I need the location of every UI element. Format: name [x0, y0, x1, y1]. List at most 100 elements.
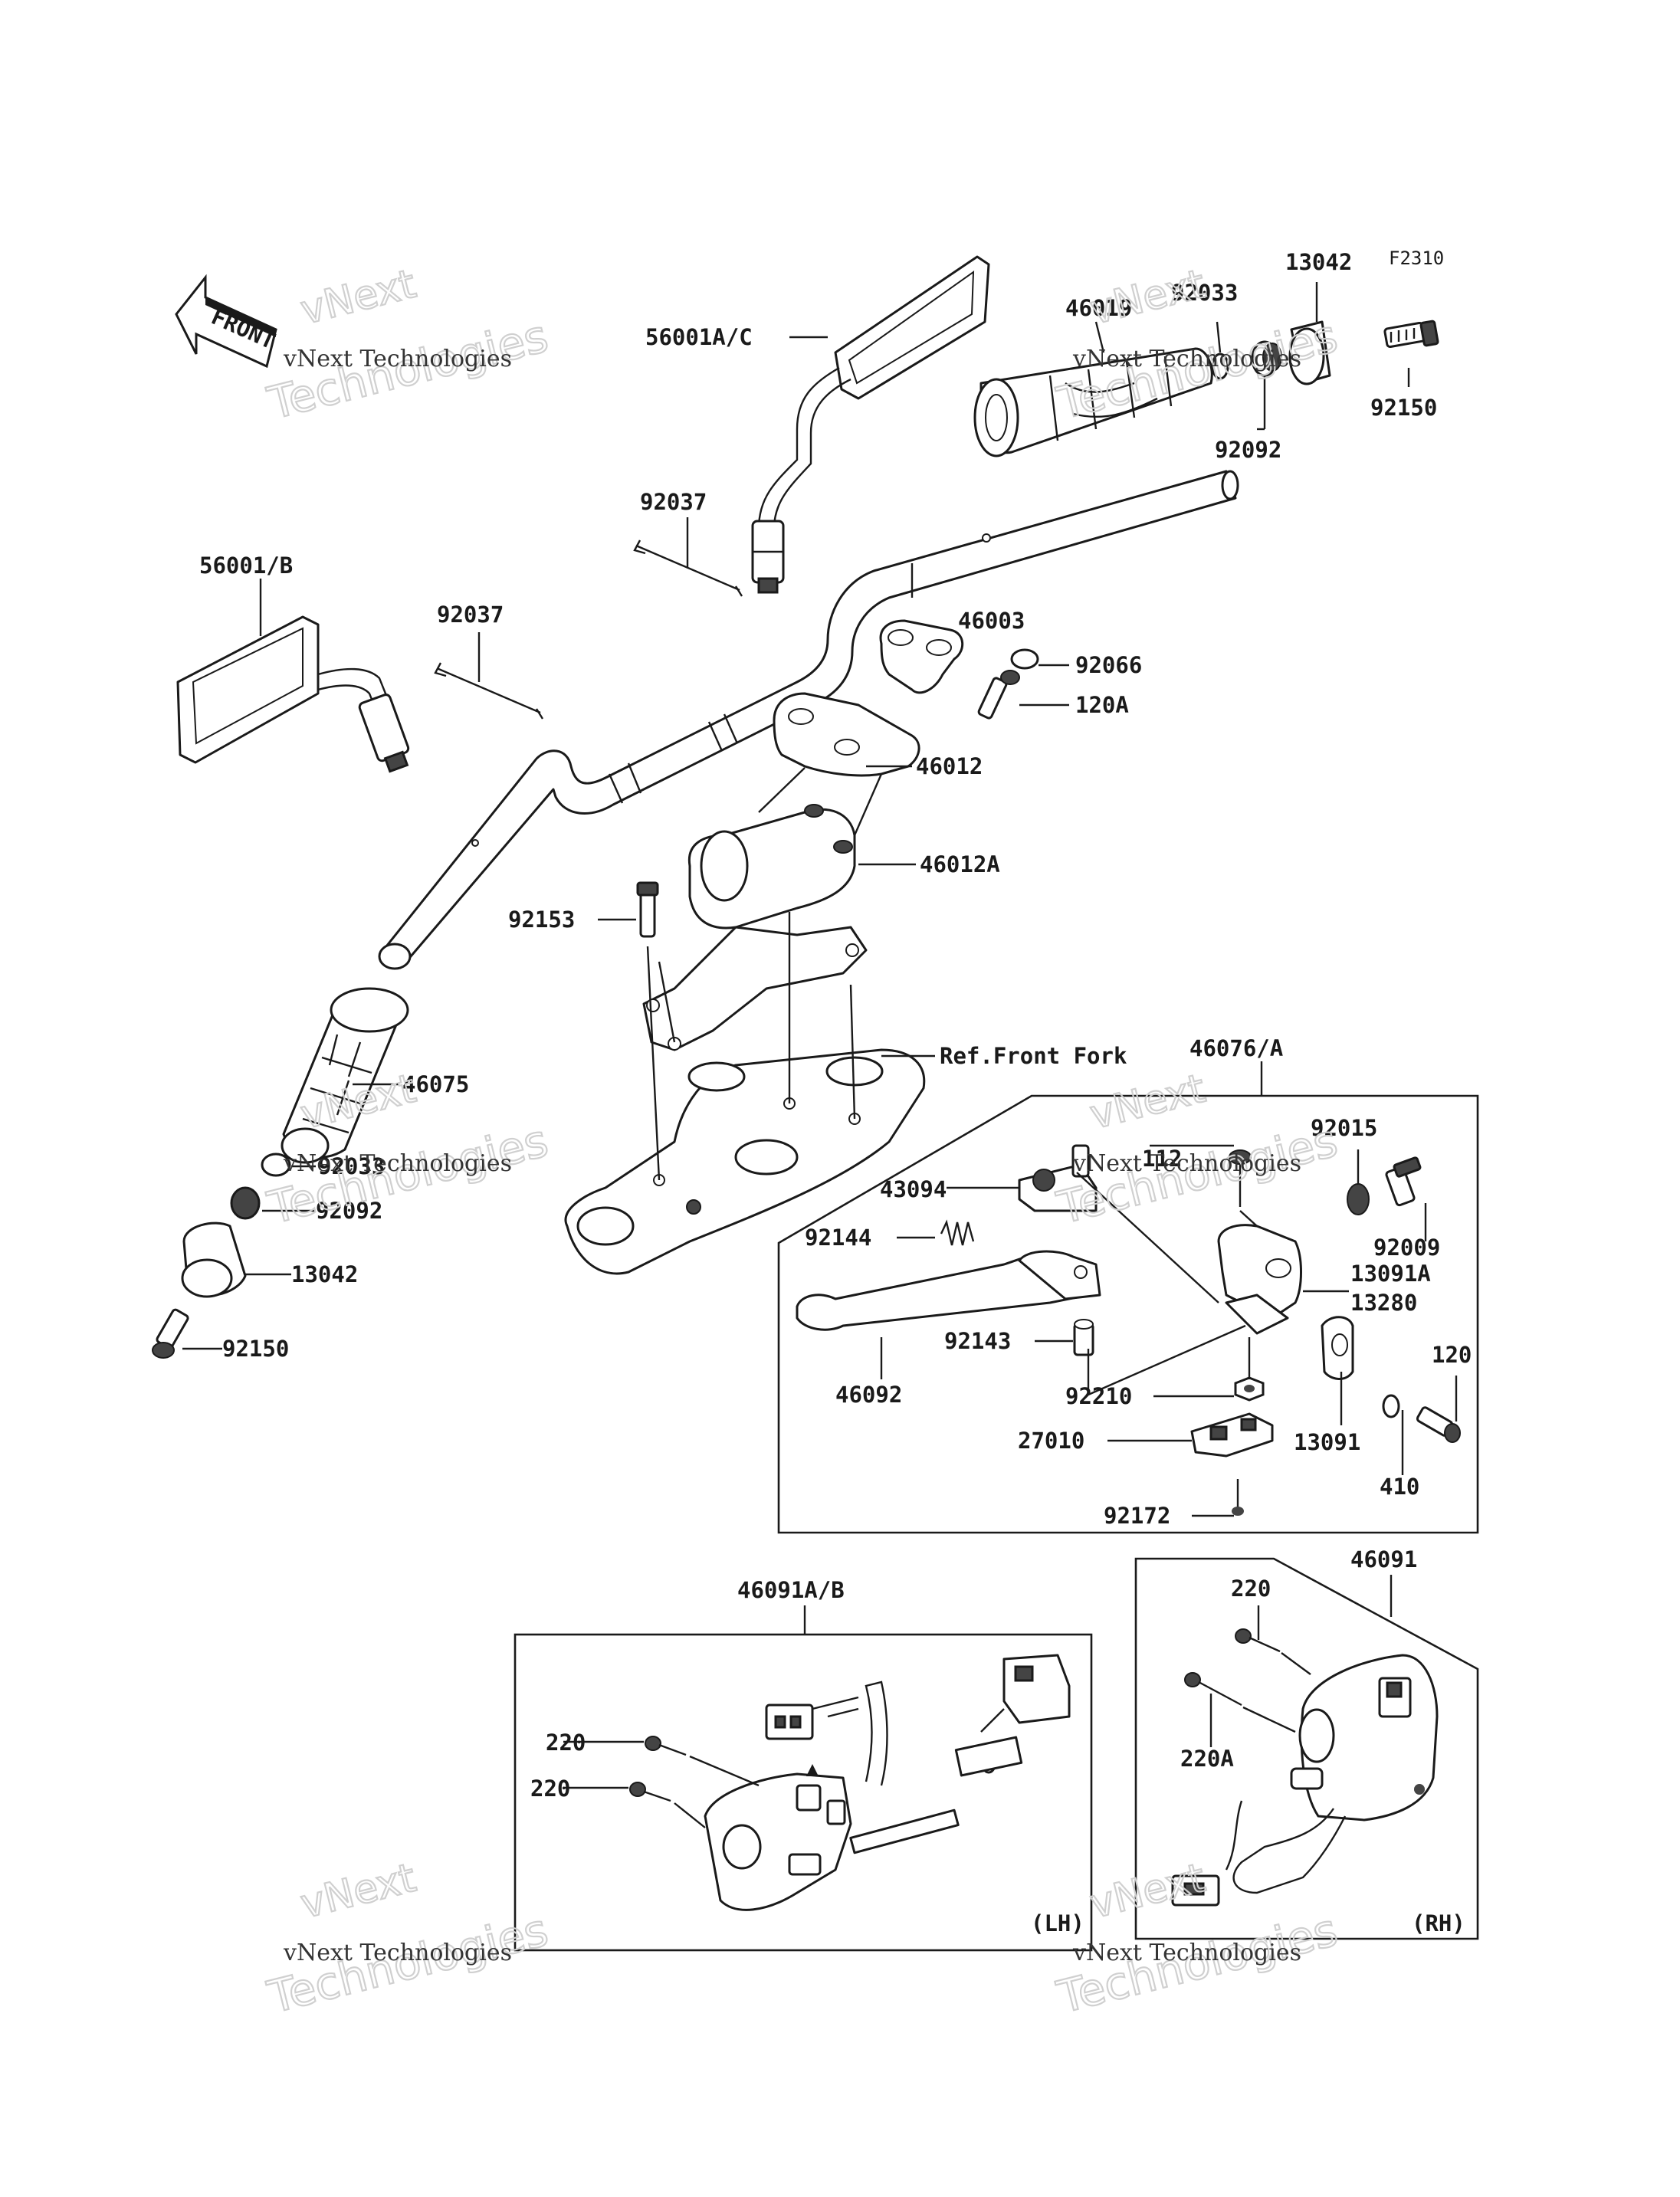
- label-410: 410: [1380, 1474, 1419, 1500]
- label-92144: 92144: [805, 1225, 871, 1251]
- switch-27010: [1190, 1412, 1274, 1458]
- label-220-right: 220: [1231, 1576, 1271, 1602]
- label-13091A: 13091A: [1350, 1261, 1431, 1287]
- part-labels: 56001A/C 46019 92033 13042 92150 92092 9…: [199, 249, 1472, 1936]
- label-46092: 46092: [835, 1382, 902, 1408]
- nut-92210: [1234, 1376, 1265, 1402]
- bolt-92009: [1385, 1156, 1422, 1207]
- label-92092-right: 92092: [1215, 437, 1281, 463]
- screw-92172: [1232, 1479, 1244, 1516]
- right-mirror: [751, 255, 990, 594]
- right-switch-screw-220a: [1184, 1672, 1242, 1707]
- label-46075: 46075: [402, 1071, 469, 1097]
- left-handlebar-switch: [704, 1654, 1071, 1911]
- label-46012A: 46012A: [920, 851, 1000, 877]
- svg-text:vNext: vNext: [297, 1855, 421, 1928]
- right-switch-box: [1134, 1557, 1479, 1940]
- clutch-lever-assembly-box: [777, 1094, 1479, 1534]
- upper-holder: [773, 619, 964, 777]
- washer-92015: [1347, 1183, 1370, 1215]
- svg-text:vNext: vNext: [1086, 1855, 1210, 1928]
- label-92153: 92153: [508, 907, 575, 933]
- label-220-lower-left: 220: [530, 1776, 570, 1802]
- label-92210: 92210: [1065, 1383, 1132, 1409]
- upper-bracket-plate: [642, 926, 868, 1051]
- label-92066: 92066: [1075, 652, 1142, 678]
- clip-92037-lower: [434, 662, 544, 720]
- label-92015: 92015: [1311, 1115, 1377, 1141]
- label-13042-left: 13042: [291, 1261, 358, 1287]
- label-LH: (LH): [1031, 1910, 1084, 1936]
- left-collar: [230, 1186, 261, 1220]
- label-27010: 27010: [1018, 1428, 1084, 1454]
- bolt-120: [1416, 1406, 1461, 1443]
- lower-holder: [687, 804, 856, 930]
- right-handlebar-switch: [1171, 1654, 1439, 1907]
- label-120: 120: [1432, 1342, 1472, 1368]
- label-56001B: 56001/B: [199, 553, 293, 579]
- washer-92066: [1010, 648, 1039, 670]
- right-collar: [1251, 340, 1282, 377]
- label-220A: 220A: [1180, 1746, 1234, 1772]
- left-switch-screw-upper: [645, 1736, 687, 1756]
- front-arrow-icon: FRONT: [175, 274, 279, 369]
- label-RH: (RH): [1412, 1910, 1465, 1936]
- leader-lines: [182, 282, 1458, 1789]
- label-112: 112: [1142, 1146, 1182, 1172]
- watermark-caption-top-right: vNext Technologies: [1072, 346, 1301, 372]
- watermark-bottom-left: vNext Technologies: [261, 1854, 553, 2025]
- label-92033-left: 92033: [318, 1153, 385, 1179]
- right-bar-end-bolt: [1383, 320, 1439, 349]
- left-switch-box: [514, 1633, 1093, 1952]
- label-ref-front-fork: Ref.Front Fork: [940, 1043, 1127, 1069]
- label-92033-right: 92033: [1171, 280, 1238, 306]
- watermark-caption-top-left: vNext Technologies: [283, 346, 512, 372]
- right-grip: [973, 347, 1213, 457]
- left-grip: [281, 987, 409, 1164]
- spring-92144: [940, 1219, 975, 1246]
- label-92143: 92143: [944, 1328, 1011, 1354]
- label-92150-right: 92150: [1370, 395, 1437, 421]
- label-46012: 46012: [916, 753, 983, 779]
- svg-text:vNext: vNext: [297, 261, 421, 334]
- label-46019: 46019: [1065, 295, 1132, 321]
- watermark-caption-mid-left: vNext Technologies: [283, 1150, 512, 1177]
- clip-92037-upper: [633, 539, 743, 597]
- right-switch-screw-220: [1235, 1628, 1281, 1653]
- label-46091AB: 46091A/B: [737, 1577, 845, 1603]
- label-92150-left: 92150: [222, 1336, 289, 1362]
- right-circlip: [1211, 353, 1229, 380]
- label-92037-lower: 92037: [437, 602, 504, 628]
- label-43094: 43094: [880, 1176, 947, 1202]
- label-13042-right: 13042: [1285, 249, 1352, 275]
- adjuster-43094: [1018, 1144, 1098, 1212]
- left-mirror: [176, 615, 410, 773]
- right-bar-end-weight: [1288, 320, 1331, 385]
- washer-410: [1382, 1394, 1400, 1418]
- label-46003: 46003: [958, 608, 1025, 634]
- label-92037-upper: 92037: [640, 489, 707, 515]
- left-bar-end-bolt: [152, 1308, 189, 1359]
- label-92172: 92172: [1104, 1503, 1170, 1529]
- collar-92143: [1073, 1319, 1094, 1356]
- left-circlip: [261, 1153, 291, 1177]
- clamp-13091: [1321, 1316, 1354, 1380]
- label-13280: 13280: [1350, 1290, 1417, 1316]
- watermark-top-left: vNext Technologies: [261, 261, 553, 431]
- label-46091: 46091: [1350, 1546, 1417, 1572]
- watermark-caption-bottom-left: vNext Technologies: [283, 1940, 512, 1966]
- label-46076A: 46076/A: [1189, 1035, 1283, 1061]
- clamp-bolt: [636, 881, 659, 938]
- watermark-caption-mid-right: vNext Technologies: [1072, 1150, 1301, 1177]
- label-92009: 92009: [1373, 1235, 1440, 1261]
- lever-holder-13091A: [1217, 1224, 1302, 1335]
- label-220-upper-left: 220: [546, 1730, 586, 1756]
- label-92092-left: 92092: [316, 1198, 382, 1224]
- label-56001AC: 56001A/C: [645, 324, 753, 350]
- figure-code: F2310: [1389, 248, 1444, 269]
- bolt-112: [1229, 1149, 1252, 1207]
- svg-text:vNext: vNext: [1086, 1066, 1210, 1139]
- label-13091: 13091: [1294, 1429, 1360, 1455]
